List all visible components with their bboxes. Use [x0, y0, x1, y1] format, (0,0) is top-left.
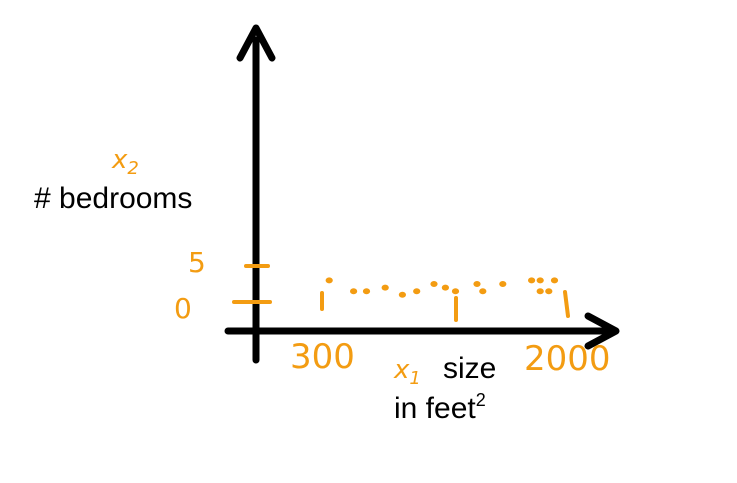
data-point-11: [499, 281, 507, 287]
x-tick-label-300: 300: [290, 337, 355, 377]
x-tick-label-2000: 2000: [524, 339, 611, 379]
x-var-label: x1: [393, 355, 421, 389]
data-point-6: [430, 281, 438, 287]
data-point-14: [536, 288, 544, 295]
data-point-15: [545, 288, 553, 295]
data-point-1: [350, 288, 358, 295]
data-point-9: [473, 281, 481, 287]
scatter-points: [325, 277, 559, 298]
y-axis-arrowhead: [236, 24, 276, 62]
x-axis-label: size: [443, 352, 496, 385]
data-point-5: [413, 288, 421, 295]
data-point-0: [325, 277, 333, 284]
x-tick-mark-2000: [563, 290, 570, 318]
data-point-16: [550, 277, 559, 284]
data-point-3: [381, 284, 389, 291]
y-tick-label-5: 5: [188, 246, 206, 279]
data-point-4: [398, 291, 406, 298]
x-axis-arrowhead: [584, 312, 620, 350]
y-tick-label-0: 0: [174, 292, 192, 325]
data-point-2: [362, 288, 371, 295]
y-var-label: x2: [111, 145, 139, 179]
y-axis-label: # bedrooms: [34, 182, 192, 215]
data-point-12: [528, 277, 536, 284]
data-point-8: [451, 288, 460, 295]
x-axis-unit: in feet2: [394, 390, 486, 425]
data-point-13: [536, 277, 544, 284]
data-point-7: [441, 284, 449, 291]
data-point-10: [479, 288, 487, 295]
